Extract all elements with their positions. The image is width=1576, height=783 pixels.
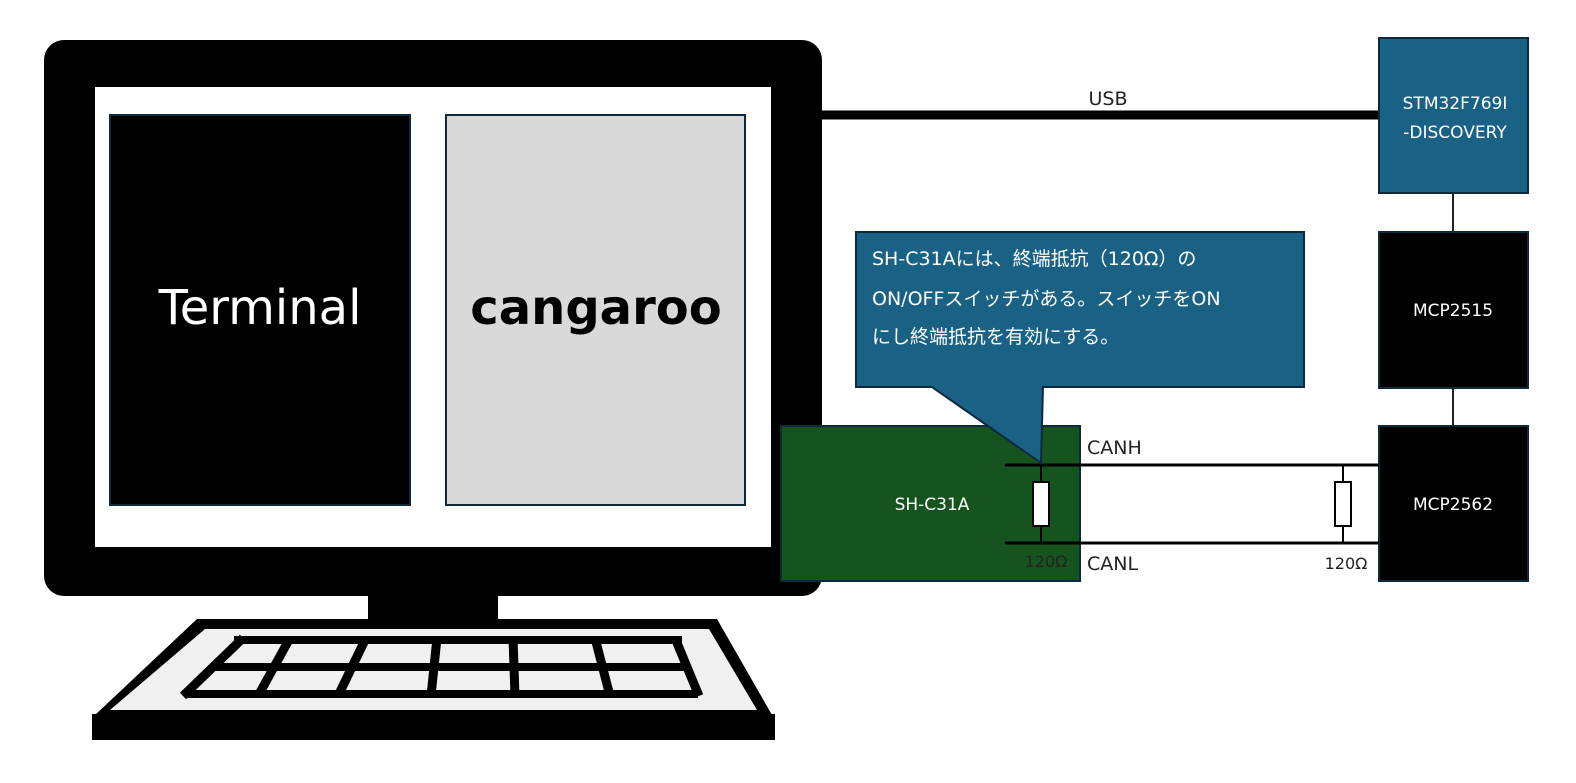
keyboard [92, 619, 775, 740]
stm32-label-line1: STM32F769I [1403, 94, 1508, 114]
computer-monitor: Terminal cangaroo [44, 40, 822, 628]
terminal-pane [109, 114, 411, 506]
keyboard-base [92, 714, 775, 740]
canh-label: CANH [1087, 437, 1142, 459]
callout-bubble [855, 231, 1305, 465]
canl-label: CANL [1087, 553, 1138, 575]
mcp2562-label: MCP2562 [1413, 495, 1493, 515]
callout-text-line2: ON/OFFスイッチがある。スイッチをON [872, 288, 1221, 310]
callout-text-line3: にし終端抵抗を有効にする。 [872, 326, 1119, 348]
callout: SH-C31Aには、終端抵抗（120Ω）の ON/OFFスイッチがある。スイッチ… [855, 231, 1305, 465]
cangaroo-pane-label: cangaroo [470, 280, 721, 336]
terminal-pane-label: Terminal [158, 280, 362, 336]
mcp2562-chip [1378, 425, 1529, 582]
stm32-board [1378, 37, 1529, 194]
termination-resistor-left-label: 120Ω [1025, 552, 1068, 571]
termination-resistor-right [1334, 465, 1352, 543]
sh-c31a-label: SH-C31A [895, 495, 970, 515]
stm32-label-line2: -DISCOVERY [1403, 123, 1507, 143]
mcp2515-label: MCP2515 [1413, 301, 1493, 321]
callout-text-line1: SH-C31Aには、終端抵抗（120Ω）の [872, 248, 1196, 270]
cangaroo-pane [445, 114, 746, 506]
termination-resistor-right-label: 120Ω [1325, 554, 1368, 573]
keyboard-keys-grid [179, 634, 704, 700]
usb-label: USB [1088, 88, 1127, 110]
mcp2515-chip [1378, 231, 1529, 389]
termination-resistor-left [1032, 465, 1050, 543]
